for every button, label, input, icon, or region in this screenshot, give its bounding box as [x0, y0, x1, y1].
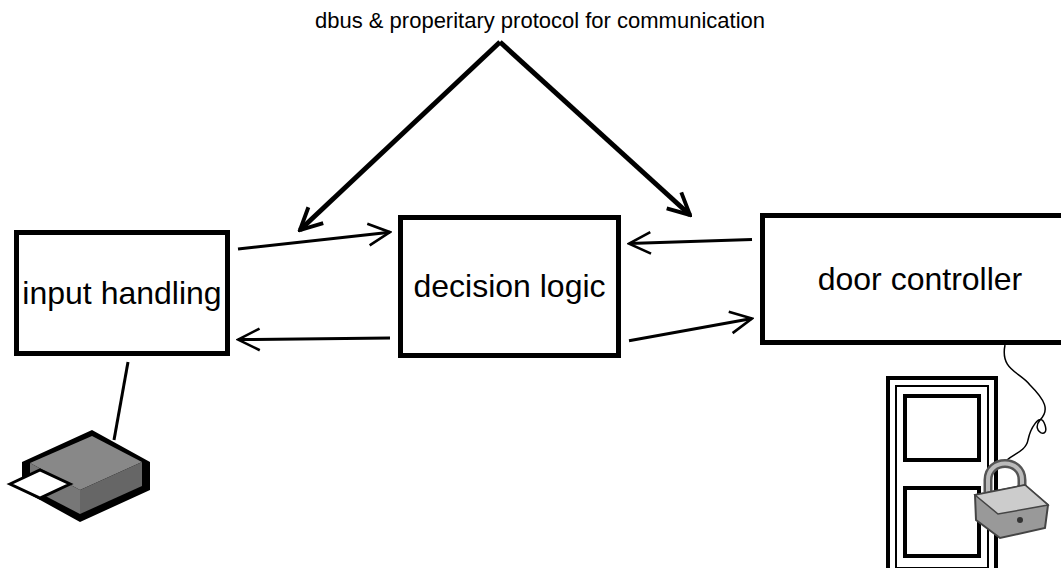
card-reader: [10, 430, 150, 522]
process-box: input handling: [14, 230, 230, 356]
padlock: [975, 464, 1048, 539]
box-label: door controller: [818, 260, 1023, 298]
callout-arrow: [300, 42, 500, 230]
callout-label: dbus & properitary protocol for communic…: [315, 8, 765, 34]
lock-wire: [1004, 345, 1046, 462]
door: [888, 378, 996, 568]
callout-arrow: [500, 42, 690, 215]
reader-wire: [114, 362, 128, 440]
process-box: decision logic: [398, 215, 621, 358]
box-label: input handling: [22, 274, 221, 312]
process-box: door controller: [760, 213, 1061, 345]
flow-arrow: [238, 338, 390, 340]
flow-arrow: [238, 232, 390, 249]
box-label: decision logic: [413, 267, 605, 305]
flow-arrow: [629, 319, 752, 341]
flow-arrow: [629, 239, 752, 243]
